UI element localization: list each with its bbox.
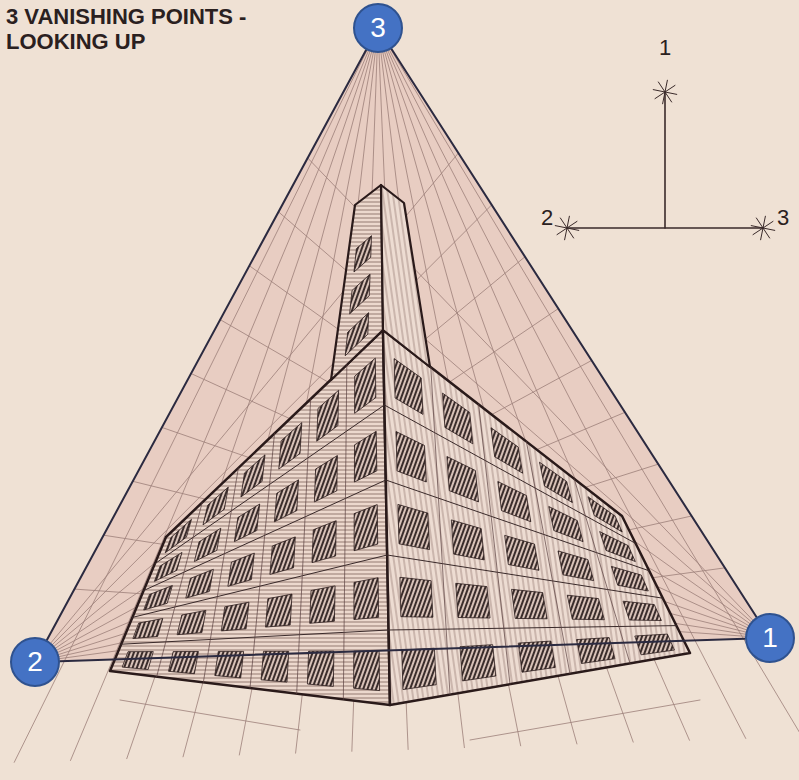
window	[447, 457, 479, 502]
window	[169, 652, 199, 674]
window	[261, 651, 289, 682]
vanishing-point-marker: 2	[10, 637, 60, 687]
window	[512, 589, 548, 619]
construction-line	[378, 28, 799, 737]
window	[443, 393, 473, 444]
window	[635, 634, 675, 655]
axis-line	[567, 227, 763, 229]
window	[400, 577, 433, 617]
window	[623, 601, 661, 620]
window	[266, 594, 293, 627]
vanishing-star	[753, 221, 773, 234]
window	[203, 487, 228, 525]
marker-number: 3	[370, 14, 386, 42]
axis-line	[664, 92, 666, 228]
marker-number: 1	[762, 624, 778, 652]
axis-number: 1	[659, 37, 671, 59]
window	[279, 423, 302, 470]
window	[314, 456, 337, 502]
construction-line	[470, 700, 700, 740]
window	[396, 432, 426, 483]
window	[588, 497, 622, 532]
window	[355, 358, 376, 413]
window	[577, 638, 615, 664]
window	[540, 462, 573, 502]
tower-window	[345, 313, 368, 356]
building-left-face	[110, 330, 390, 705]
window	[558, 551, 594, 581]
window	[122, 652, 153, 670]
window	[194, 528, 220, 561]
window	[274, 480, 298, 522]
perspective-line	[392, 49, 757, 617]
window	[567, 595, 604, 620]
window	[498, 482, 531, 522]
window	[133, 619, 163, 639]
construction-line	[120, 700, 300, 730]
window	[154, 552, 182, 581]
vanishing-star	[655, 85, 675, 98]
marker-number: 2	[27, 648, 43, 676]
window	[491, 428, 523, 474]
axis-number: 3	[777, 207, 789, 229]
window	[451, 520, 484, 560]
vanishing-point-marker: 1	[745, 613, 795, 663]
vanishing-point-marker: 3	[353, 3, 403, 53]
perspective-line	[60, 639, 745, 661]
window	[402, 648, 436, 689]
window	[177, 610, 206, 634]
window	[354, 651, 380, 691]
window	[354, 431, 376, 482]
window	[270, 537, 295, 575]
window	[165, 519, 191, 553]
window	[611, 566, 648, 591]
axis-number: 2	[541, 207, 553, 229]
window	[354, 505, 378, 551]
tower-left-face	[331, 185, 383, 380]
window	[456, 583, 490, 618]
window	[317, 390, 339, 441]
construction-line	[378, 28, 689, 740]
window	[241, 455, 265, 497]
window	[234, 504, 259, 542]
window	[460, 645, 496, 681]
column-line	[343, 365, 347, 700]
window	[312, 521, 336, 563]
construction-line	[378, 28, 746, 738]
window	[186, 569, 214, 598]
window	[600, 532, 636, 562]
vanishing-star	[557, 221, 577, 234]
window	[144, 586, 173, 611]
diagram-title: 3 VANISHING POINTS - LOOKING UP	[6, 4, 346, 55]
window	[228, 553, 254, 586]
tower-window	[350, 274, 370, 314]
window	[221, 602, 249, 631]
window	[394, 359, 423, 415]
window	[505, 535, 539, 570]
floor-line	[389, 626, 677, 630]
tower-window	[354, 236, 372, 272]
window	[398, 504, 430, 549]
perspective-line	[47, 50, 366, 640]
window	[310, 586, 335, 623]
tower-right-face	[381, 185, 430, 367]
floor-line	[386, 480, 649, 571]
window	[307, 651, 334, 686]
window	[549, 507, 583, 542]
window	[354, 578, 379, 620]
